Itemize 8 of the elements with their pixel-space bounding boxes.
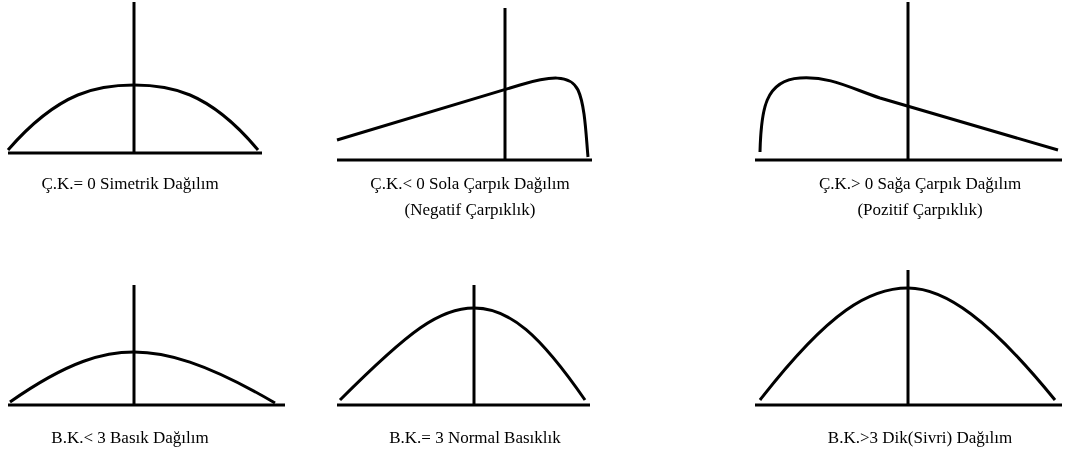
caption-text: B.K.>3 Dik(Sivri) Dağılım [827, 428, 1013, 448]
caption-text: Ç.K.> 0 Sağa Çarpık Dağılım [818, 174, 1022, 194]
caption-text: (Pozitif Çarpıklık) [857, 200, 983, 220]
caption-text: Ç.K.= 0 Simetrik Dağılım [41, 174, 219, 194]
caption-text: Ç.K.< 0 Sola Çarpık Dağılım [370, 174, 570, 194]
caption-text: (Negatif Çarpıklık) [404, 200, 536, 220]
caption-text: B.K.< 3 Basık Dağılım [51, 428, 209, 448]
caption-text: B.K.= 3 Normal Basıklık [389, 428, 561, 448]
